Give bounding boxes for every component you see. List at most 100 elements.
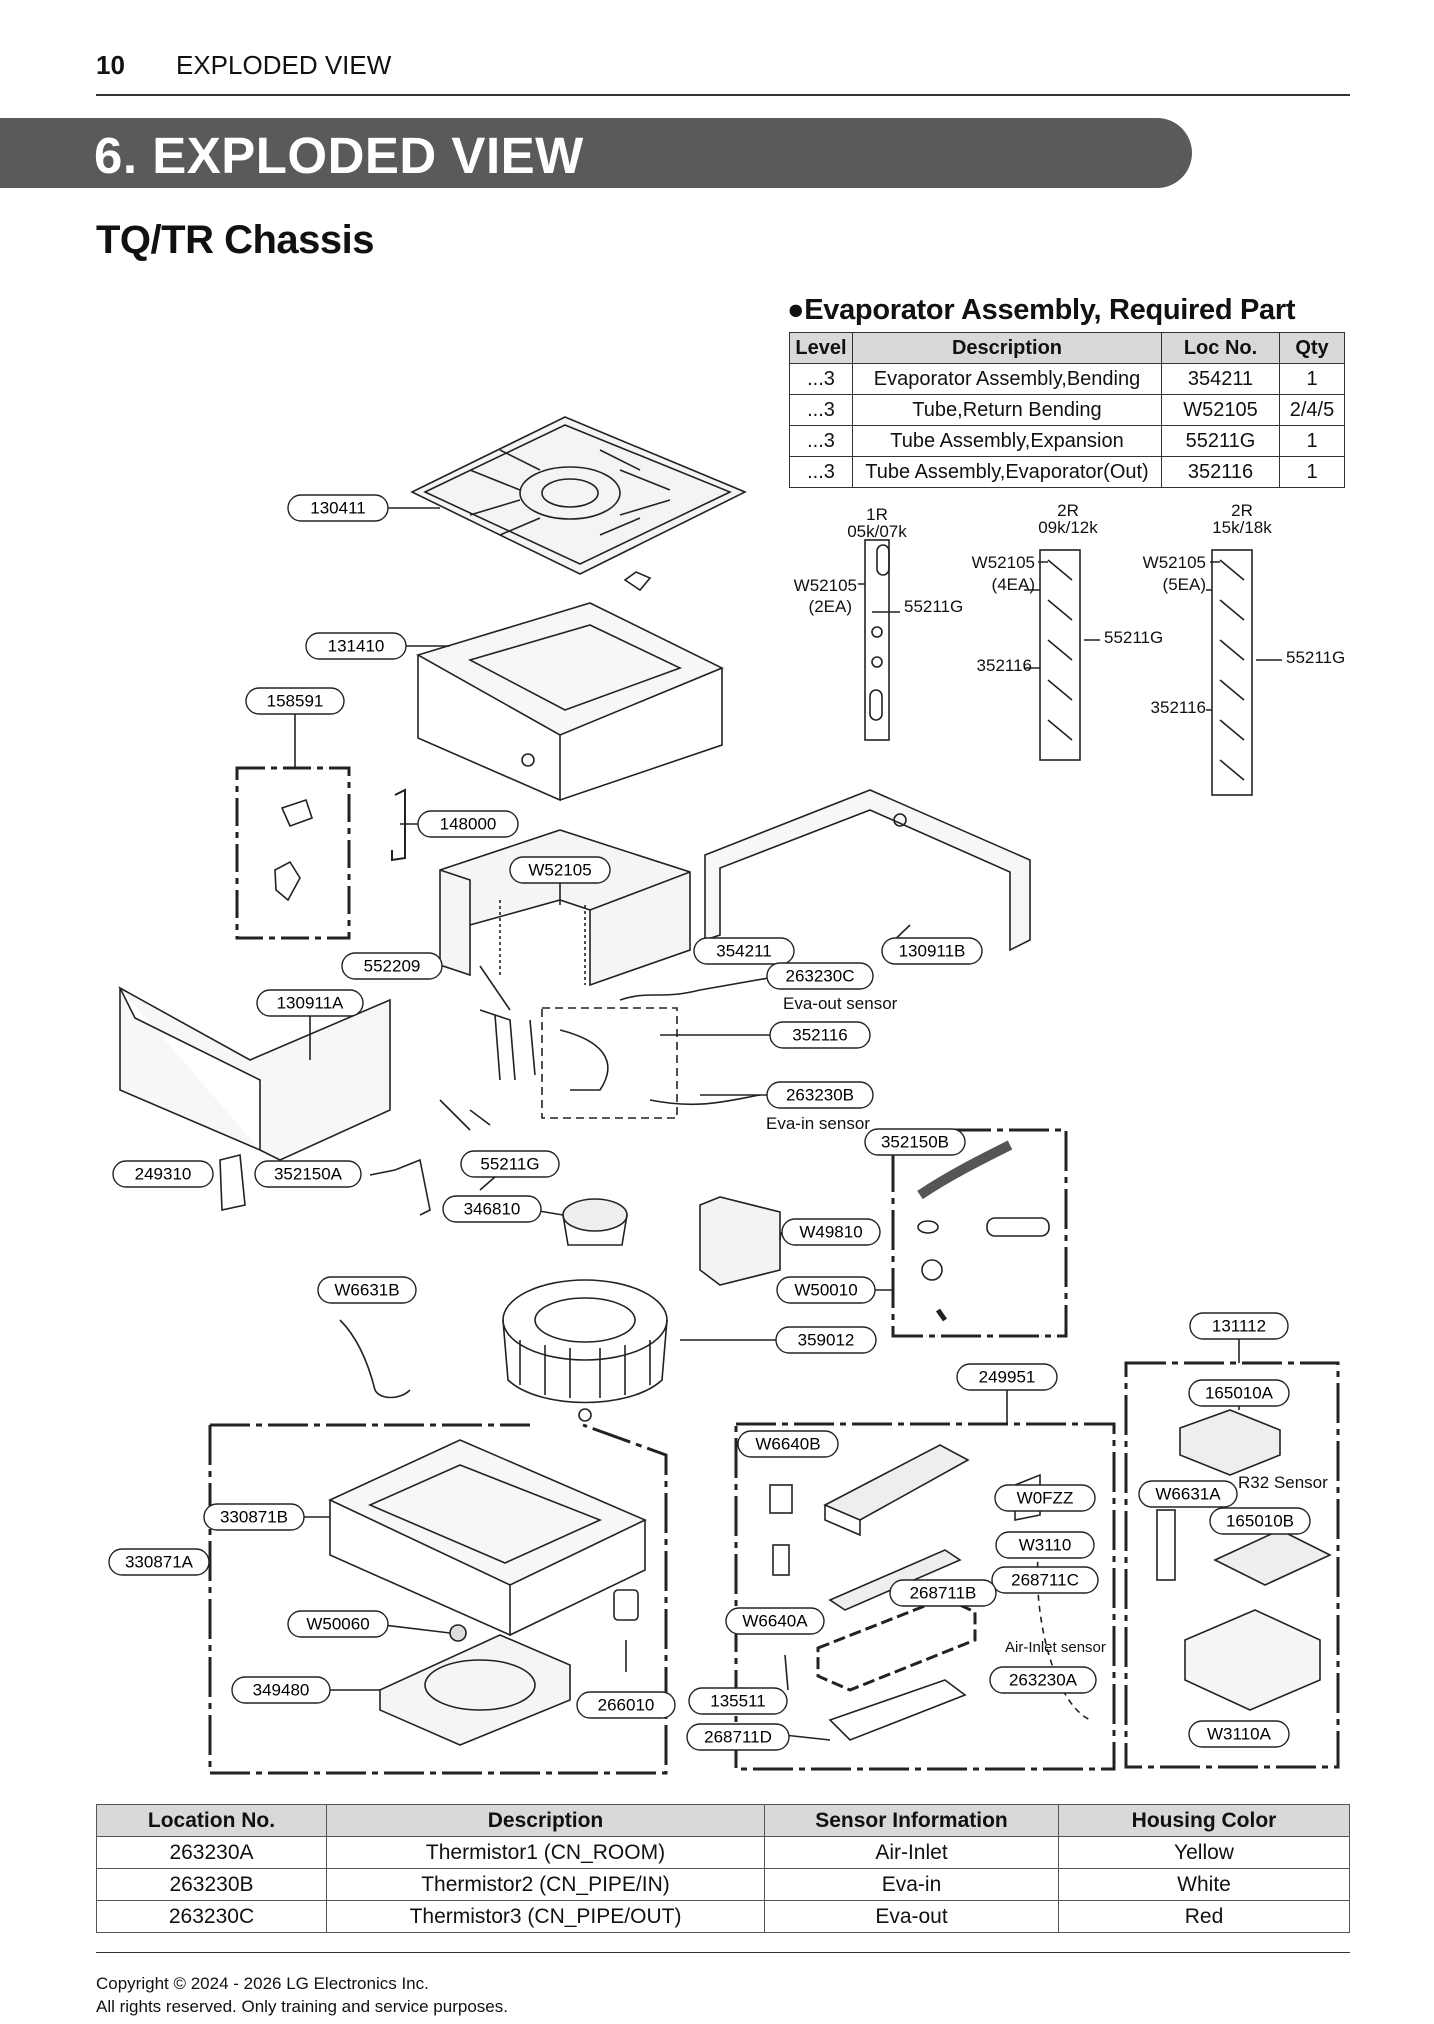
callout-label: 266010 xyxy=(598,1695,655,1714)
coil2-exp: 55211G xyxy=(1104,628,1163,647)
cell: ...3 xyxy=(789,456,853,488)
cell: Tube Assembly,Evaporator(Out) xyxy=(852,456,1162,488)
r32-sensor-group xyxy=(1124,1361,1340,1769)
callout-label: 249951 xyxy=(979,1367,1036,1386)
callout-label: W6640A xyxy=(742,1611,808,1630)
callout-pill xyxy=(112,1160,214,1188)
callout-pill xyxy=(889,1579,997,1607)
callout-352150a: 352150A xyxy=(254,1160,362,1188)
callout-label: 130911A xyxy=(277,993,344,1012)
callout-w50060: W50060 xyxy=(287,1610,389,1638)
callout-w3110a: W3110A xyxy=(1188,1720,1290,1748)
cell: 1 xyxy=(1279,363,1345,395)
callout-263230c: 263230C xyxy=(766,962,874,990)
coil1-tube: W52105 xyxy=(794,576,857,595)
section-banner: 6. EXPLODED VIEW xyxy=(0,118,1192,188)
coil3-qty: (5EA) xyxy=(1163,575,1206,594)
callout-pill xyxy=(417,810,519,838)
evaporator-heading: ●Evaporator Assembly, Required Part xyxy=(787,294,1296,327)
callout-label: 148000 xyxy=(440,814,497,833)
cell: 2/4/5 xyxy=(1279,394,1345,426)
callout-label: 135511 xyxy=(710,1691,765,1710)
callout-label: 352150A xyxy=(274,1164,343,1183)
callout-pill xyxy=(775,1326,877,1354)
table-header-row: Location No. Description Sensor Informat… xyxy=(96,1804,1350,1837)
coil3-row: 2R xyxy=(1231,501,1253,520)
cell: 55211G xyxy=(1161,425,1280,457)
callout-pill xyxy=(509,856,611,884)
coil2-row: 2R xyxy=(1057,501,1079,520)
chassis-title: TQ/TR Chassis xyxy=(96,218,375,262)
evaporator-coil-part xyxy=(439,829,691,987)
callout-label: 263230C xyxy=(785,966,854,985)
side-panel-b xyxy=(704,789,1031,952)
page-number: 10 xyxy=(96,50,125,80)
r32-note: R32 Sensor xyxy=(1238,1473,1328,1492)
callout-pill xyxy=(766,1081,874,1109)
turbo-fan-part xyxy=(502,1279,668,1422)
callout-148000: 148000 xyxy=(417,810,519,838)
callout-pill xyxy=(1189,1312,1289,1340)
col-description: Description xyxy=(326,1804,765,1837)
callout-130911a: 130911A xyxy=(256,989,364,1017)
callout-pill xyxy=(781,1218,881,1246)
cell: Evaporator Assembly,Bending xyxy=(852,363,1162,395)
callout-pill xyxy=(317,1276,417,1304)
callout-268711d: 268711D xyxy=(686,1723,790,1751)
callout-359012: 359012 xyxy=(775,1326,877,1354)
callout-label: 165010B xyxy=(1226,1511,1294,1530)
callout-label: 263230B xyxy=(786,1085,854,1104)
fan-motor-part xyxy=(562,1198,628,1246)
callout-label: W3110A xyxy=(1207,1724,1272,1743)
callout-pill xyxy=(287,1610,389,1638)
callout-pill xyxy=(989,1666,1097,1694)
callout-352116: 352116 xyxy=(769,1021,871,1049)
callout-label: W0FZZ xyxy=(1017,1488,1074,1507)
callout-w0fzz: W0FZZ xyxy=(994,1484,1096,1512)
callout-label: 552209 xyxy=(364,956,421,975)
callout-label: 349480 xyxy=(253,1680,310,1699)
coil1-models: 05k/07k xyxy=(847,522,907,541)
callout-w6640b: W6640B xyxy=(737,1430,839,1458)
rights-line: All rights reserved. Only training and s… xyxy=(96,1997,508,2016)
cell: 352116 xyxy=(1161,456,1280,488)
footer: Copyright © 2024 - 2026 LG Electronics I… xyxy=(96,1972,508,2018)
cell: Eva-in xyxy=(764,1868,1059,1901)
cell: Thermistor3 (CN_PIPE/OUT) xyxy=(326,1900,765,1933)
callout-w6640a: W6640A xyxy=(725,1607,825,1635)
top-frame-part xyxy=(415,602,724,802)
bullet-icon: ● xyxy=(787,294,805,326)
callout-pill xyxy=(576,1691,676,1719)
callout-263230a: 263230A xyxy=(989,1666,1097,1694)
coil-configurations xyxy=(858,539,1282,796)
callout-w49810: W49810 xyxy=(781,1218,881,1246)
cell: Yellow xyxy=(1058,1836,1350,1869)
callout-268711b: 268711B xyxy=(889,1579,997,1607)
callout-w3110: W3110 xyxy=(995,1531,1095,1559)
callout-165010b: 165010B xyxy=(1209,1507,1311,1535)
callout-249310: 249310 xyxy=(112,1160,214,1188)
callout-131410: 131410 xyxy=(305,632,407,660)
footer-rule xyxy=(96,1952,1350,1953)
cell: Tube Assembly,Expansion xyxy=(852,425,1162,457)
coil1-qty: (2EA) xyxy=(809,597,852,616)
cell: W52105 xyxy=(1161,394,1280,426)
cell: Thermistor1 (CN_ROOM) xyxy=(326,1836,765,1869)
callout-label: 330871B xyxy=(220,1507,288,1526)
callout-pill xyxy=(203,1503,305,1531)
callout-label: 249310 xyxy=(135,1164,192,1183)
callout-label: 352150B xyxy=(881,1132,949,1151)
callout-label: 130411 xyxy=(310,498,365,517)
callout-249951: 249951 xyxy=(956,1363,1058,1391)
callout-pill xyxy=(108,1548,210,1576)
control-box-group xyxy=(734,1422,1116,1771)
table-header-row: Level Description Loc No. Qty xyxy=(789,332,1345,364)
col-loc-no: Loc No. xyxy=(1161,332,1280,364)
callout-pill xyxy=(341,952,443,980)
callout-label: W50060 xyxy=(306,1614,369,1633)
callout-330871b: 330871B xyxy=(203,1503,305,1531)
